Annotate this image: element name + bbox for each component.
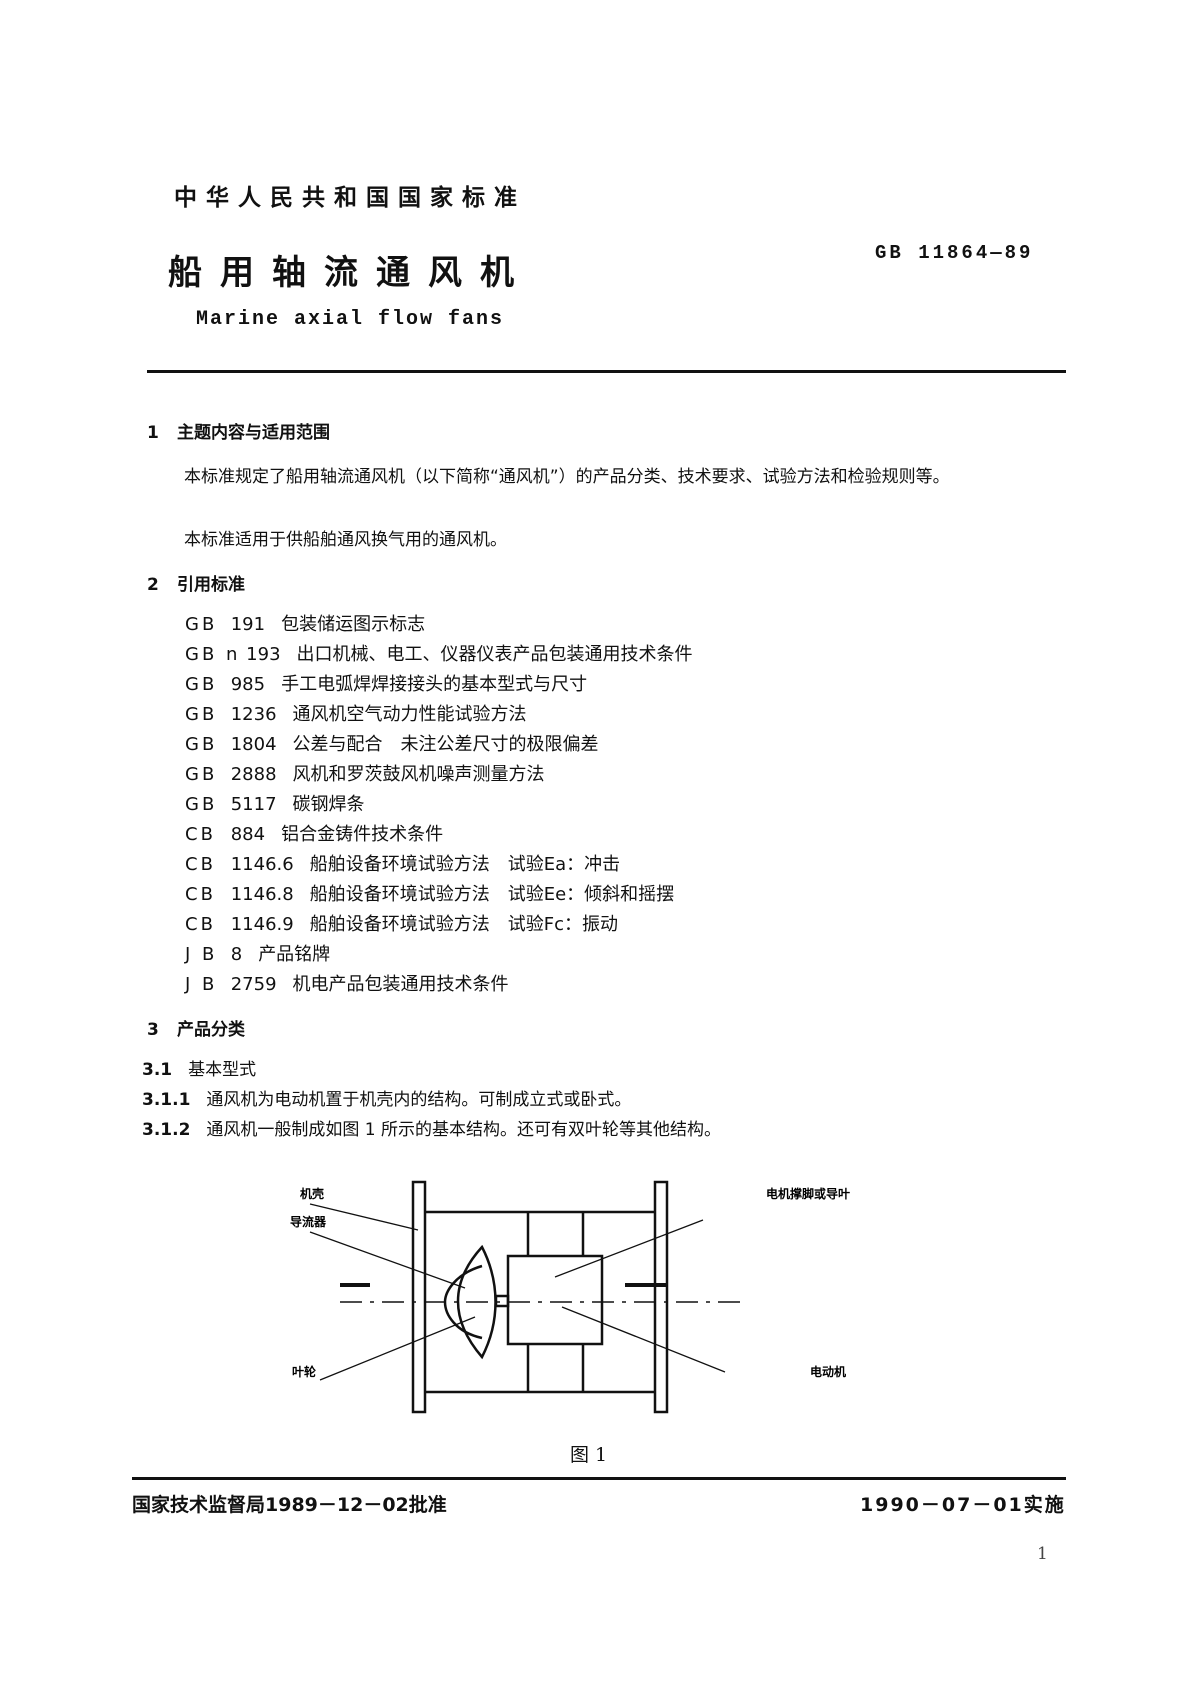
leader-line-support [554,1219,704,1278]
figure-caption: 图 1 [570,1444,608,1466]
casing-post-right [653,1180,669,1414]
section-title: 主题内容与适用范围 [177,423,330,443]
section-number: 3 [147,1020,159,1040]
document-title: 船用轴流通风机 [168,253,532,293]
leader-line-impeller [319,1316,476,1381]
section-1-paragraph-1: 本标准规定了船用轴流通风机（以下简称“通风机”）的产品分类、技术要求、试验方法和… [184,467,950,487]
leader-line-guide [309,1231,466,1289]
issuer-heading: 中华人民共和国国家标准 [174,184,526,211]
fan-structure-diagram: 机壳 导流器 叶轮 电机撑脚或导叶 电动机 [290,1180,850,1414]
casing-post-left [411,1180,427,1414]
section-number: 1 [147,423,159,443]
label-impeller: 叶轮 [292,1364,317,1379]
shaft [494,1294,510,1308]
document-title-english: Marine axial flow fans [195,308,505,331]
section-title: 引用标准 [177,575,245,595]
section-number: 2 [147,575,159,595]
standard-code: GB 11864—89 [875,242,1034,264]
section-1-heading: 1 主题内容与适用范围 [147,418,330,443]
leader-line-casing [309,1203,419,1231]
approval-date: 国家技术监督局1989－12－02批准 [132,1494,447,1516]
label-support: 电机撑脚或导叶 [766,1186,850,1201]
header-rule [147,370,1066,373]
section-3-heading: 3 产品分类 [147,1015,245,1040]
label-guide: 导流器 [290,1214,327,1229]
motor-body [506,1254,604,1346]
label-casing: 机壳 [300,1186,324,1201]
footer-rule [132,1477,1066,1480]
section-1-paragraph-2: 本标准适用于供船舶通风换气用的通风机。 [184,530,507,550]
section-2-heading: 2 引用标准 [147,570,245,595]
impeller-blades [456,1244,497,1360]
label-motor: 电动机 [810,1364,846,1379]
section-title: 产品分类 [177,1020,245,1040]
page-number: 1 [1037,1544,1048,1564]
effective-date: 1990－07－01实施 [860,1494,1066,1516]
leader-line-motor [561,1306,726,1373]
